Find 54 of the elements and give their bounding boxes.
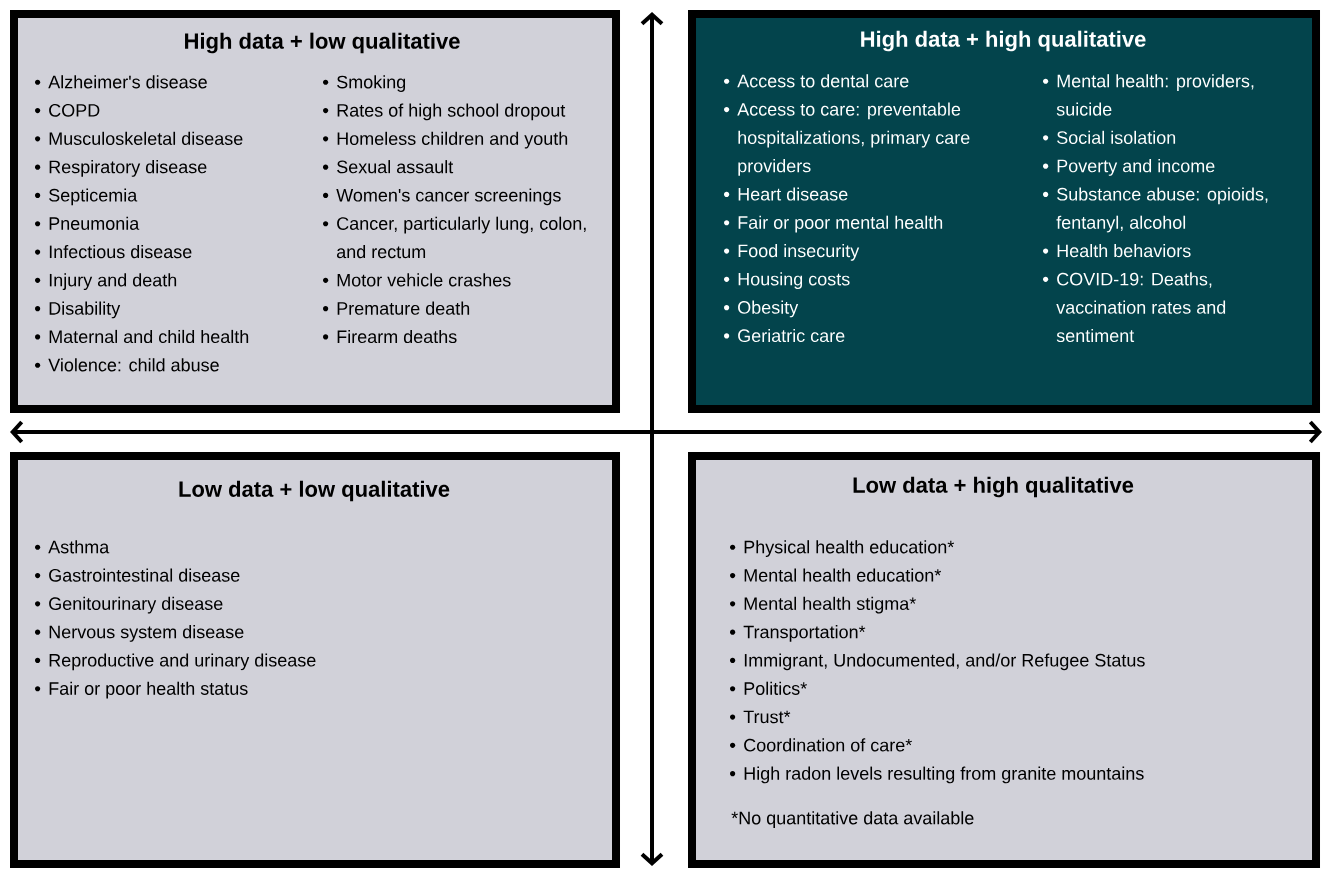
bullet-item: Access to care: preventable hospitalizations, primary care providers	[724, 102, 970, 176]
bullet-item: Mental health education*	[730, 568, 941, 582]
bullet-item: Mental health stigma*	[730, 596, 916, 614]
bullet-item: Sexual assault	[323, 160, 454, 174]
bullet-item: Premature death	[323, 301, 470, 315]
bullet-item: Maternal and child health	[35, 329, 249, 344]
bullet-item: COPD	[35, 103, 100, 117]
bullet-item: Alzheimer's disease	[35, 75, 207, 89]
bullet-item: Septicemia	[35, 188, 138, 206]
bullet-item: Homeless children and youth	[323, 131, 568, 149]
bullet-item: Firearm deaths	[323, 329, 457, 344]
bullet-item: Musculoskeletal disease	[35, 131, 243, 145]
bullet-item: Food insecurity	[724, 244, 860, 261]
quadrant-heading: Low data + low qualitative	[179, 480, 450, 502]
bullet-item: Women's cancer screenings	[323, 188, 561, 206]
bullet-item: Smoking	[323, 75, 406, 92]
bullet-item: Physical health education*	[730, 540, 954, 557]
bullet-item: Trust*	[730, 710, 791, 724]
bullet-item: Politics*	[730, 681, 807, 695]
bullet-item: Fair or poor health status	[35, 681, 248, 699]
bullet-item: Poverty and income	[1043, 159, 1215, 176]
bullet-item: High radon levels resulting from granite mountains	[730, 766, 1144, 784]
footnote: *No quantitative data available	[731, 811, 974, 828]
bullet-item: Infectious disease	[35, 245, 192, 259]
bullet-item: Housing costs	[724, 272, 850, 290]
bullet-item: Asthma	[35, 540, 110, 554]
bullet-item: Transportation*	[730, 625, 866, 642]
bullet-item: Immigrant, Undocumented, and/or Refugee Status	[730, 653, 1145, 671]
bullet-item: Coordination of care*	[730, 738, 912, 752]
bullet-item: Nervous system disease	[35, 625, 244, 642]
bullet-item: Rates of high school dropout	[323, 103, 566, 121]
bullet-item: Mental health: providers, suicide	[1043, 74, 1254, 116]
bullet-item: Injury and death	[35, 273, 177, 291]
bullet-item: Obesity	[724, 300, 799, 318]
bullet-item: Fair or poor mental health	[724, 215, 943, 233]
bullet-item: Violence: child abuse	[35, 358, 219, 372]
bullet-item: Geriatric care	[724, 328, 845, 343]
quadrant-heading: High data + low qualitative	[185, 32, 460, 54]
quadrant-heading: High data + high qualitative	[861, 30, 1146, 52]
bullet-item: Genitourinary disease	[35, 596, 223, 614]
bullet-item: Substance abuse: opioids, fentanyl, alcohol	[1043, 187, 1268, 233]
bullet-item: Heart disease	[724, 187, 848, 201]
bullet-item: COVID-19: Deaths, vaccination rates and sentiment	[1043, 272, 1226, 343]
bullet-item: Pneumonia	[35, 216, 140, 230]
bullet-item: Access to dental care	[724, 74, 909, 88]
bullet-item: Health behaviors	[1043, 244, 1191, 258]
bullet-item: Motor vehicle crashes	[323, 273, 511, 287]
bullet-item: Disability	[35, 301, 121, 319]
bullet-item: Social isolation	[1043, 130, 1176, 144]
quadrant-heading: Low data + high qualitative	[853, 476, 1134, 498]
bullet-item: Gastrointestinal disease	[35, 568, 240, 582]
bullet-item: Reproductive and urinary disease	[35, 653, 316, 671]
bullet-item: Cancer, particularly lung, colon, and rectum	[323, 216, 586, 259]
bullet-item: Respiratory disease	[35, 160, 207, 177]
